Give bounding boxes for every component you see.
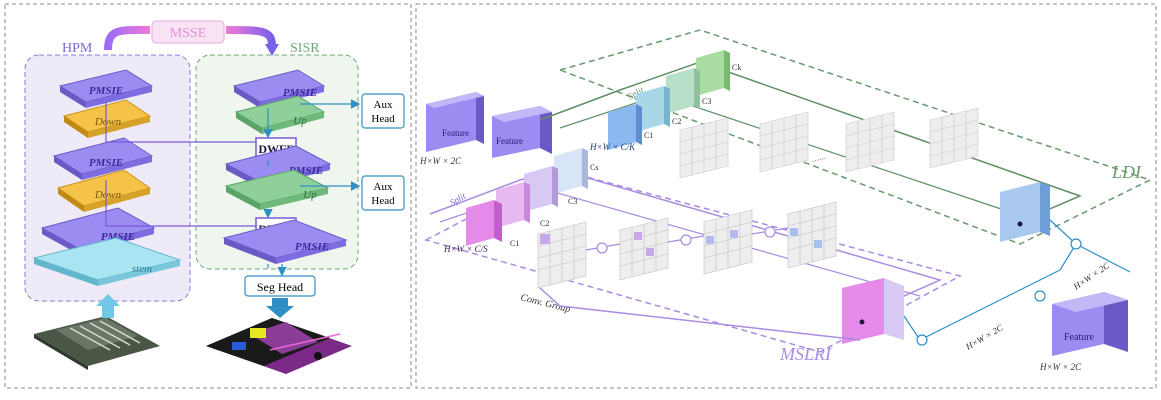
sisr-label: SISR [290, 41, 320, 56]
mslri-grid-4 [787, 201, 837, 269]
ldi-grid-1 [679, 117, 729, 179]
hpm-label: HPM [62, 41, 93, 56]
input-up-arrow [96, 294, 120, 318]
mslri-block-c1: C1 [466, 200, 519, 248]
mslri-grids [537, 201, 837, 289]
msse-label: MSSE [170, 26, 207, 41]
out-dim-label-2: H×W × 2C [963, 322, 1005, 352]
ldi-c1-label: C1 [644, 131, 653, 140]
ldi-grid-2 [759, 111, 809, 173]
mslri-c2-label: C2 [540, 219, 549, 228]
mslri-label: MSLRI [779, 344, 832, 364]
aux-head-1-line1: Aux [374, 99, 393, 111]
aux-head-2-line1: Aux [374, 181, 393, 193]
mslri-dim-label: H×W × C/S [443, 244, 488, 254]
decoder-up-1-label: Up [293, 115, 307, 127]
out-dim-label-1: H×W × 2C [1071, 260, 1112, 292]
ldi-dim-label: H×W × C/K [589, 142, 636, 152]
output-segmentation [206, 318, 352, 374]
mslri-out-path [539, 287, 861, 341]
ldi-block-c3: C3 [666, 68, 711, 114]
mslri-channel-blocks: Cs C3 C2 C1 [466, 148, 598, 248]
mslri-connectors [585, 226, 789, 254]
input-feature-2: Feature [492, 106, 552, 158]
msse-box [151, 20, 225, 44]
ldi-block-ck: Ck [696, 50, 741, 96]
mslri-cs-label: Cs [590, 163, 598, 172]
encoder-layer-stem: stem [32, 237, 182, 286]
encoder-layer-down-2: Down [56, 169, 152, 212]
decoder-layer-up-2: Up [224, 169, 330, 210]
ldi-label: LDI [1111, 162, 1142, 182]
ldi-grid-4 [929, 107, 979, 169]
mslri-block-c2: C2 [496, 182, 549, 228]
output-feature-dim: H×W × 2C [1039, 362, 1082, 372]
encoder-layer-pmsie-1: PMSIE [58, 69, 154, 108]
aux-head-1: Aux Head [361, 93, 405, 129]
ldi-output-block [1000, 182, 1050, 242]
encoder-stem-label: stem [132, 263, 152, 275]
encoder-pmsie-1-label: PMSIE [89, 85, 123, 97]
ldi-grids [679, 107, 979, 179]
encoder-down-1-label: Down [94, 116, 122, 128]
skip-connections [105, 102, 273, 268]
ldi-ellipsis: ...... [810, 151, 827, 165]
mslri-c1-label: C1 [510, 239, 519, 248]
decoder-pmsie-3-label: PMSIE [295, 241, 329, 253]
encoder-stack: PMSIE Down PMSIE Down PMSIE [32, 69, 182, 286]
encoder-layer-pmsie-2: PMSIE [52, 137, 154, 180]
conv-group-label: Conv. Group [519, 292, 571, 315]
right-panel-border [415, 3, 1157, 389]
seg-head: Seg Head [244, 275, 316, 297]
aux-head-2: Aux Head [361, 175, 405, 211]
input-feature-1: Feature [426, 92, 484, 152]
ldi-block-c1: C1 [608, 104, 653, 150]
output-connections [903, 219, 1131, 346]
output-feature-label: Feature [1064, 332, 1095, 343]
ldi-ck-label: Ck [732, 63, 741, 72]
input-feature-1-label: Feature [442, 128, 469, 138]
encoder-layer-down-1: Down [62, 99, 152, 138]
input-dim-label: H×W × 2C [419, 156, 462, 166]
mslri-grid-1 [537, 221, 587, 289]
aux-head-2-line2: Head [371, 195, 395, 207]
input-image [34, 316, 160, 370]
hpm-to-msse-arrow [104, 25, 151, 51]
output-feature: Feature [1052, 292, 1128, 356]
mslri-output-block [842, 278, 904, 344]
decoder-up-2-label: Up [303, 189, 317, 201]
left-panel-border [4, 3, 412, 389]
ldi-c3-label: C3 [702, 97, 711, 106]
decoder-pmsie-1-label: PMSIE [283, 87, 317, 99]
mslri-grid-3 [703, 209, 753, 275]
aux-head-1-line2: Head [371, 113, 395, 125]
seg-head-down-arrow [266, 298, 294, 318]
input-feature-2-label: Feature [496, 136, 523, 146]
mslri-block-cs: Cs [554, 148, 598, 194]
encoder-down-2-label: Down [94, 189, 122, 201]
seg-head-label: Seg Head [257, 280, 303, 294]
ldi-grid-3 [845, 111, 895, 173]
ldi-c2-label: C2 [672, 117, 681, 126]
decoder-layer-pmsie-3: PMSIE [222, 219, 348, 264]
split-bottom-label: Split [448, 191, 468, 208]
msse-to-sisr-arrow [225, 26, 276, 47]
encoder-pmsie-2-label: PMSIE [89, 157, 123, 169]
mslri-c3-label: C3 [568, 197, 577, 206]
ldi-channel-blocks: Ck C3 C2 C1 [608, 50, 741, 150]
mslri-grid-2 [619, 217, 669, 281]
ldi-block-c2: C2 [636, 86, 681, 132]
mslri-block-c3: C3 [524, 166, 577, 212]
